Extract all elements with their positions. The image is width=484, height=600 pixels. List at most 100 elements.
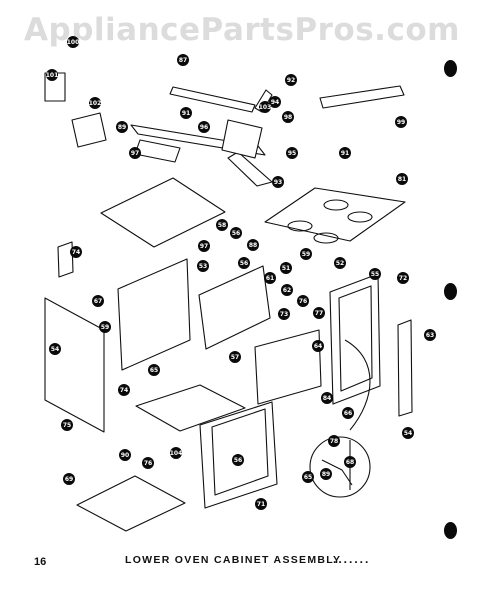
callout-label: 64 xyxy=(314,343,322,350)
callout-badge xyxy=(198,121,210,133)
callout-badge xyxy=(70,246,82,258)
burner xyxy=(287,220,313,232)
callout-label: 56 xyxy=(234,457,242,464)
callout-badge xyxy=(259,101,271,113)
callout-label: 59 xyxy=(101,324,109,331)
callout-label: 96 xyxy=(200,124,208,131)
callout-badge xyxy=(92,295,104,307)
callout-label: 100 xyxy=(67,39,80,46)
callout-label: 76 xyxy=(144,460,152,467)
callout-badge xyxy=(321,392,333,404)
part-door-glass xyxy=(338,285,373,392)
callout-badge xyxy=(129,147,141,159)
callout-badge xyxy=(116,121,128,133)
callout-label: 93 xyxy=(274,179,282,186)
callout-label: 97 xyxy=(200,243,208,250)
part-top-panel-76 xyxy=(100,177,226,248)
callout-badge xyxy=(180,107,192,119)
callout-label: 75 xyxy=(63,422,71,429)
binder-hole xyxy=(444,60,457,77)
callout-label: 72 xyxy=(399,275,407,282)
detail-circle xyxy=(309,436,371,498)
page-number: 16 xyxy=(34,556,47,568)
callout-badge xyxy=(247,239,259,251)
part-link-92 xyxy=(254,89,273,113)
callout-label: 71 xyxy=(257,501,265,508)
callout-label: 58 xyxy=(218,222,226,229)
callout-badge xyxy=(339,147,351,159)
callout-label: 81 xyxy=(398,176,406,183)
callout-label: 62 xyxy=(283,287,291,294)
callout-badge xyxy=(424,329,436,341)
callout-badge xyxy=(119,449,131,461)
callout-label: 84 xyxy=(323,395,331,402)
callout-label: 91 xyxy=(341,150,349,157)
callout-label: 65 xyxy=(304,474,312,481)
callout-label: 89 xyxy=(322,471,330,478)
callout-badge xyxy=(272,176,284,188)
callout-label: 65 xyxy=(150,367,158,374)
callout-label: 103 xyxy=(259,104,272,111)
callout-badge xyxy=(255,498,267,510)
callout-badge xyxy=(300,248,312,260)
callout-label: 55 xyxy=(371,271,379,278)
callout-badge xyxy=(312,340,324,352)
callout-label: 77 xyxy=(315,310,323,317)
callout-label: 68 xyxy=(346,459,354,466)
callout-badge xyxy=(170,447,182,459)
callout-label: 59 xyxy=(302,251,310,258)
callout-badge xyxy=(282,111,294,123)
callout-label: 101 xyxy=(46,72,59,79)
callout-label: 67 xyxy=(94,298,102,305)
part-side-panel-54 xyxy=(44,297,105,433)
callout-badge xyxy=(118,384,130,396)
callout-label: 74 xyxy=(72,249,80,256)
callout-label: 78 xyxy=(330,438,338,445)
callout-badge xyxy=(328,435,340,447)
part-rail-99 xyxy=(319,85,405,109)
callout-label: 54 xyxy=(51,346,59,353)
callout-label: 90 xyxy=(121,452,129,459)
callout-badge xyxy=(89,97,101,109)
callout-badge xyxy=(197,260,209,272)
callout-badge xyxy=(278,308,290,320)
part-channel xyxy=(227,151,273,187)
callout-label: 52 xyxy=(336,260,344,267)
callout-label: 57 xyxy=(231,354,239,361)
part-control-panel-74 xyxy=(198,265,271,350)
callout-label: 69 xyxy=(65,476,73,483)
callout-badge xyxy=(285,74,297,86)
callout-label: 56 xyxy=(240,260,248,267)
callout-label: 87 xyxy=(179,57,187,64)
callout-badge xyxy=(177,54,189,66)
callout-badge xyxy=(230,227,242,239)
part-gas-tube-91 xyxy=(344,339,371,431)
callout-badge xyxy=(320,468,332,480)
callout-badge xyxy=(396,173,408,185)
callout-badge xyxy=(99,321,111,333)
callout-badge xyxy=(264,272,276,284)
callout-badge xyxy=(395,116,407,128)
part-switch-95 xyxy=(221,119,263,159)
callout-label: 73 xyxy=(280,311,288,318)
callout-label: 61 xyxy=(266,275,274,282)
caption-dots: ....... xyxy=(333,552,371,566)
callout-label: 102 xyxy=(89,100,102,107)
callout-badge xyxy=(269,96,281,108)
callout-label: 74 xyxy=(120,387,128,394)
part-strip-83 xyxy=(397,319,413,417)
callout-label: 63 xyxy=(426,332,434,339)
callout-badge xyxy=(286,147,298,159)
callout-badge xyxy=(402,427,414,439)
part-bracket-102 xyxy=(71,112,107,148)
callout-label: 99 xyxy=(397,119,405,126)
callout-label: 97 xyxy=(131,150,139,157)
callout-badge xyxy=(46,69,58,81)
callout-label: 66 xyxy=(344,410,352,417)
callout-badge xyxy=(216,219,228,231)
callout-badge xyxy=(297,295,309,307)
callout-badge xyxy=(61,419,73,431)
part-rail-87 xyxy=(169,86,256,113)
part-shelf-75 xyxy=(135,384,246,432)
